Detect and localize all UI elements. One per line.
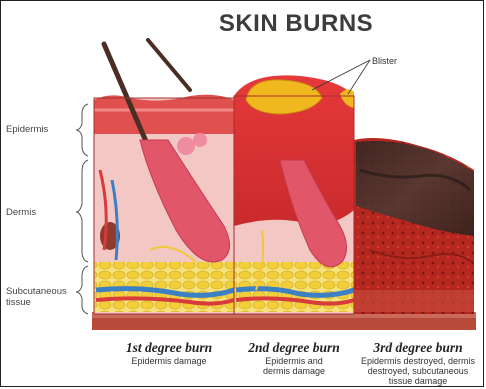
caption-desc-third-degree: Epidermis destroyed, dermis destroyed, s… (354, 356, 482, 386)
caption-title-second-degree: 2nd degree burn (232, 340, 356, 356)
third-degree-block (354, 138, 474, 314)
caption-desc-second-line2: dermis damage (232, 366, 356, 376)
label-subcutaneous-tissue: Subcutaneous tissue (6, 286, 67, 308)
blister-pointer-2 (348, 60, 370, 94)
first-degree-block (94, 40, 234, 314)
caption-desc-third-line3: tissue damage (354, 376, 482, 386)
label-dermis: Dermis (6, 207, 36, 218)
label-epidermis: Epidermis (6, 124, 48, 135)
base-slab (92, 316, 476, 330)
blister-pointer-1 (312, 60, 370, 90)
caption-desc-second-line1: Epidermis and (232, 356, 356, 366)
caption-title-third-degree: 3rd degree burn (354, 340, 482, 356)
label-subcutaneous-line2: tissue (6, 297, 67, 308)
caption-desc-second-degree: Epidermis and dermis damage (232, 356, 356, 376)
label-blister: Blister (372, 56, 397, 66)
label-subcutaneous-line1: Subcutaneous (6, 286, 67, 297)
epidermis-bracket (76, 104, 88, 156)
caption-title-first-degree: 1st degree burn (104, 340, 234, 356)
second-degree-block (234, 75, 354, 314)
caption-desc-third-line1: Epidermis destroyed, dermis (354, 356, 482, 366)
dermis-bracket (76, 160, 88, 262)
caption-desc-first-degree: Epidermis damage (104, 356, 234, 366)
subcutaneous-bracket (76, 266, 88, 314)
caption-desc-third-line2: destroyed, subcutaneous (354, 366, 482, 376)
